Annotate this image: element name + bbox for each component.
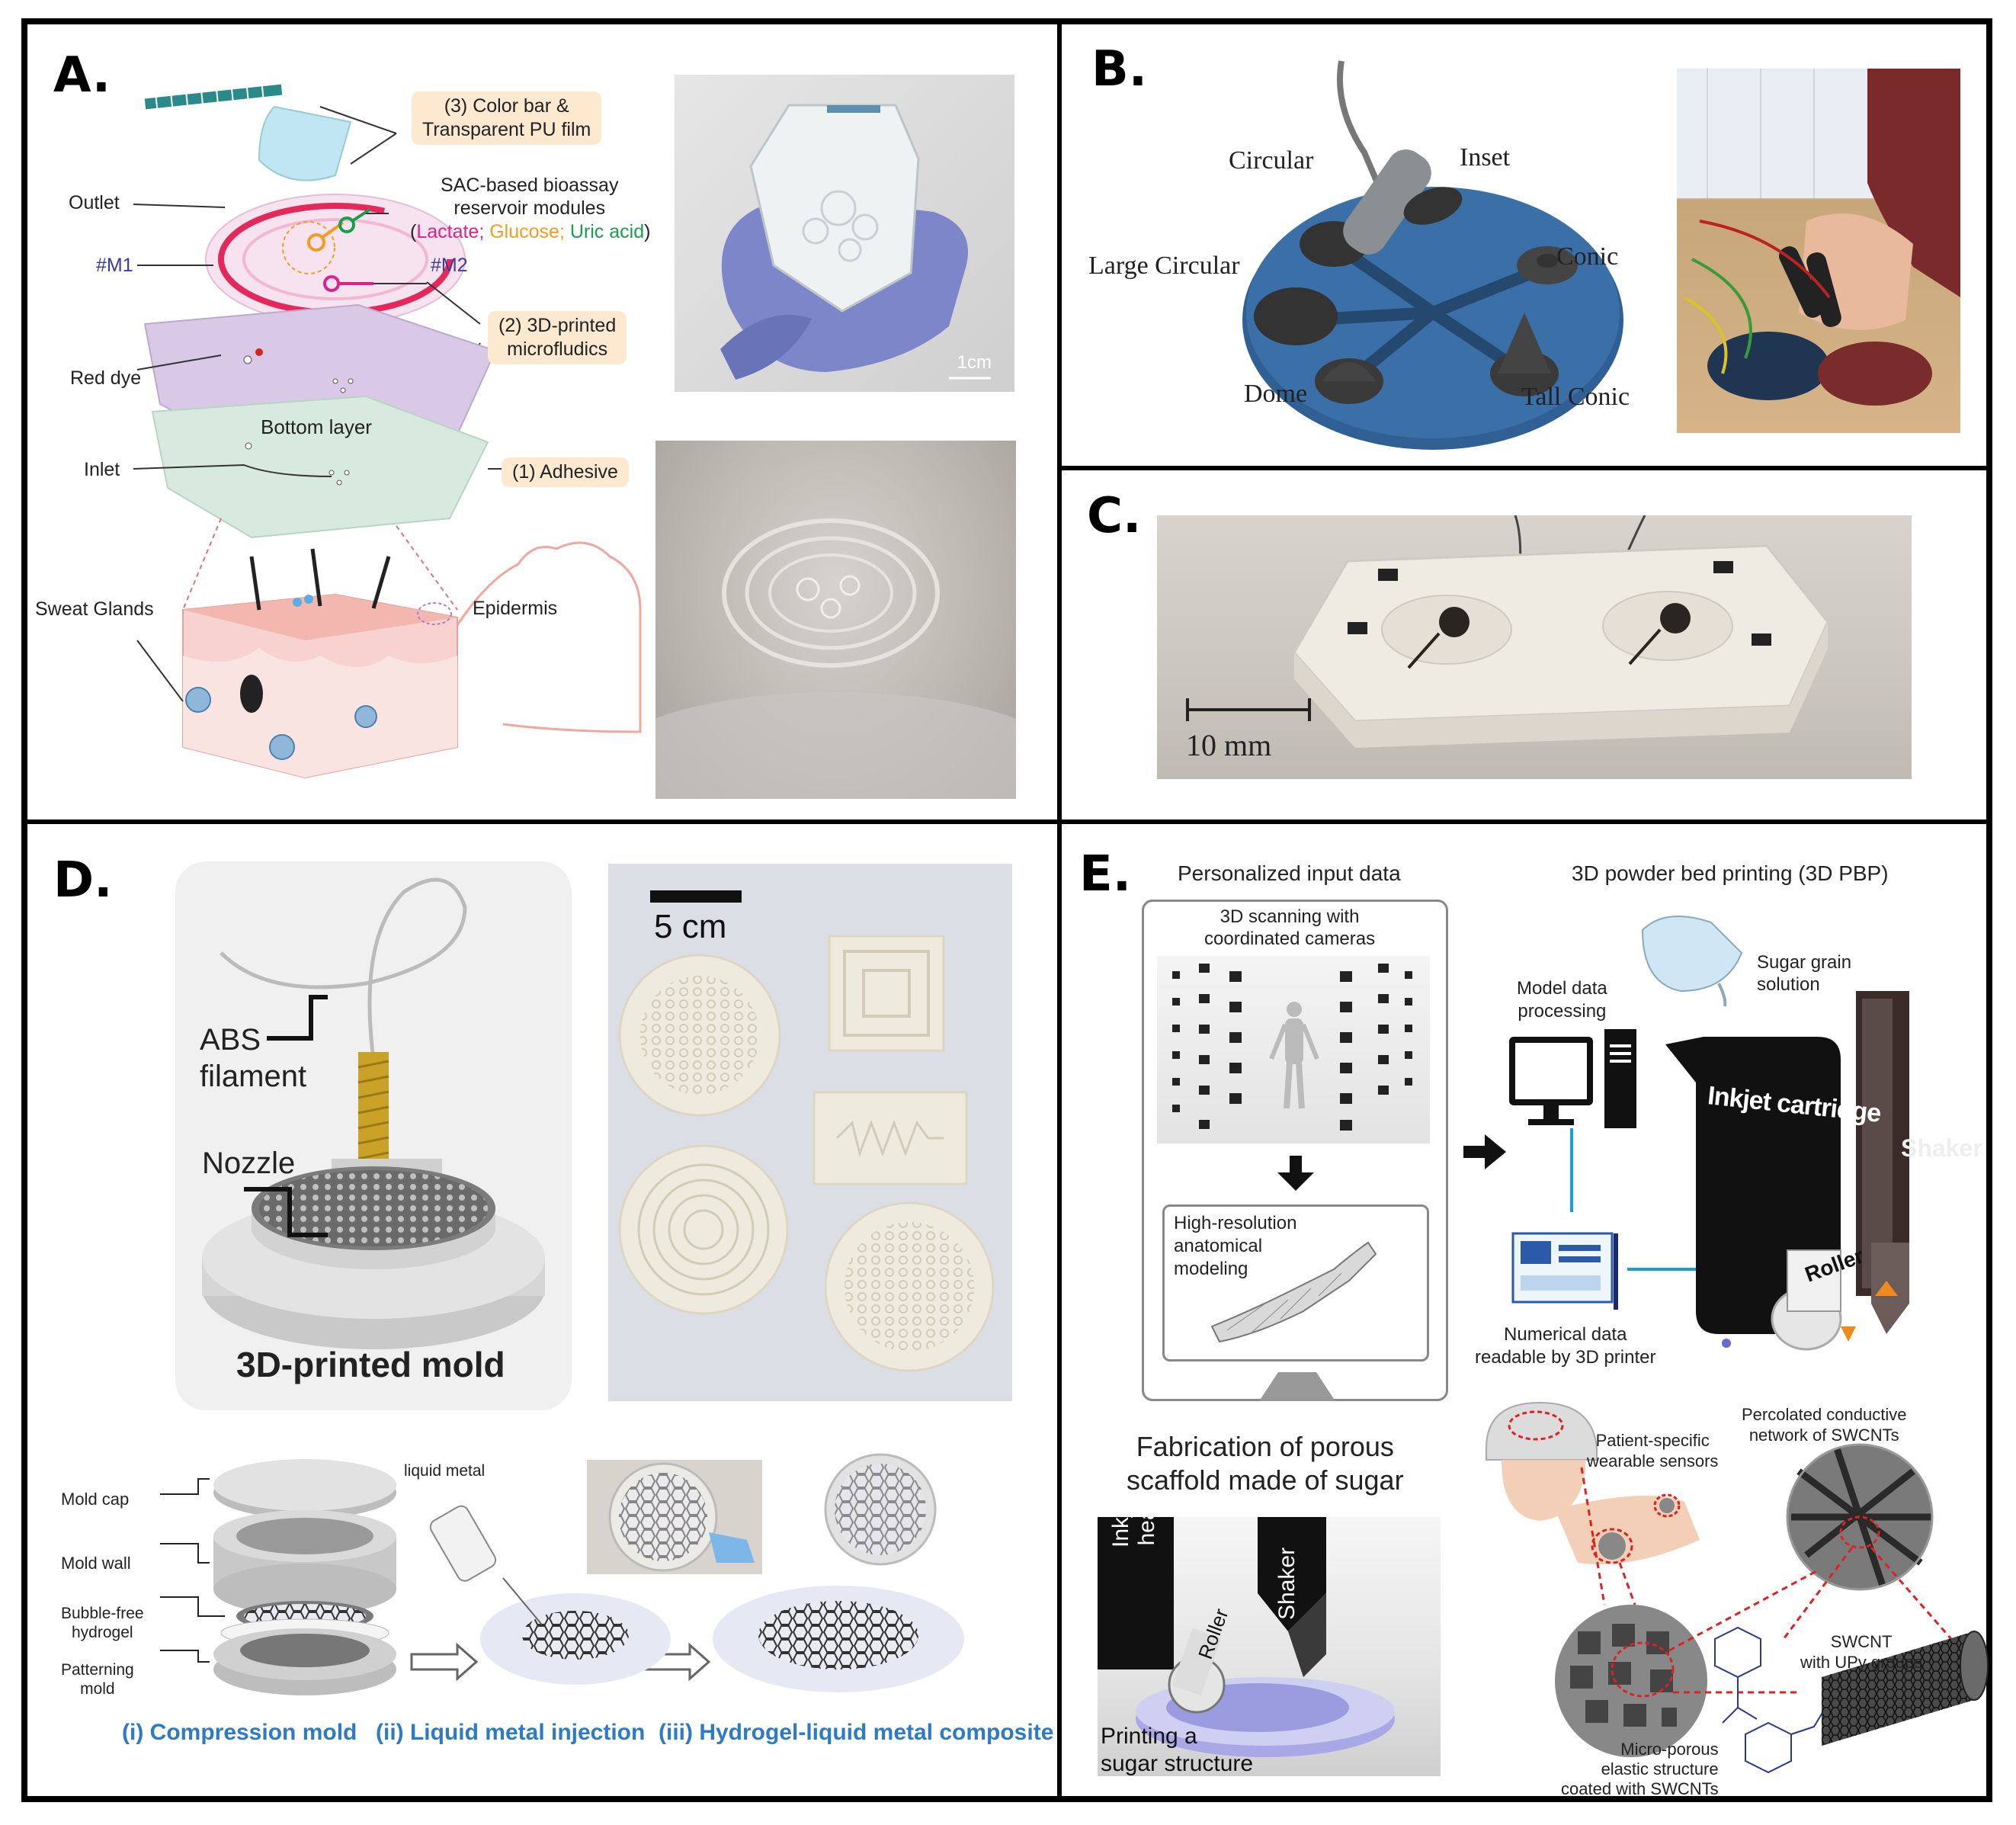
compression-mold-illustration [160, 1453, 964, 1695]
label-uric-acid: Uric acid [569, 221, 645, 242]
label-printing-sugar: Printing a sugar structure [1101, 1724, 1254, 1776]
panel-e-letter: E. [1079, 846, 1132, 903]
label-inkjet-head: Inkjet head [1108, 1517, 1159, 1548]
label-bottom-layer: Bottom layer [261, 415, 372, 438]
connection-lines [1570, 1128, 1696, 1271]
label-epidermis: Epidermis [473, 598, 558, 619]
label-nozzle: Nozzle [202, 1147, 296, 1180]
label-circular: Circular [1229, 146, 1314, 175]
step-compression-mold: (i) Compression mold [122, 1720, 357, 1745]
adhesive-layer [151, 395, 489, 539]
label-sugar-grain: Sugar grain solution [1757, 952, 1852, 995]
label-red-dye: Red dye [70, 367, 142, 389]
panel-b-letter: B. [1091, 41, 1148, 98]
label-inlet: Inlet [84, 459, 120, 480]
upy-molecule [1714, 1626, 1761, 1679]
arrow-right-icon [1463, 1134, 1506, 1169]
photo-sensor-block: 10 mm [1157, 515, 1912, 779]
tag-microfluidics: (2) 3D-printed microfludics [488, 311, 627, 364]
photo-molds: 5 cm [608, 864, 1012, 1401]
label-model-data: Model data processing [1517, 978, 1607, 1022]
label-abs-filament: ABS filament [200, 1023, 307, 1093]
label-conic: Conic [1556, 242, 1619, 271]
label-sac: SAC-based bioassay reservoir modules [441, 175, 619, 219]
electrode-large-circular [1254, 287, 1338, 345]
arm-mesh [1210, 1241, 1377, 1343]
scale-1cm: 1cm [957, 352, 992, 373]
tag-color-bar: (3) Color bar & Transparent PU film [412, 91, 602, 145]
label-tall-conic: Tall Conic [1521, 383, 1630, 411]
label-mold-wall: Mold wall [61, 1554, 131, 1573]
label-3d-printed-mold: 3D-printed mold [236, 1345, 505, 1384]
scale-10mm: 10 mm [1186, 728, 1272, 762]
scaffold-printing-illustration: Inkjet head Shaker Roller Printing a sug… [1098, 1517, 1441, 1776]
camera-rig [1157, 956, 1430, 1143]
label-m1: #M1 [96, 255, 133, 276]
horizontal-divider-bc [1059, 466, 1992, 470]
panel-a-letter: A. [53, 47, 111, 104]
monitor-base [1259, 1372, 1335, 1401]
label-3d-scanning: 3D scanning with coordinated cameras [1204, 906, 1376, 949]
horizontal-divider-main [21, 819, 1992, 824]
sugar-bottle [1641, 916, 1743, 1007]
powder-bed-printer [1665, 991, 1909, 1351]
label-3d-pbp: 3D powder bed printing (3D PBP) [1572, 861, 1889, 885]
label-inset: Inset [1460, 143, 1511, 172]
figure-frame [21, 18, 1992, 1802]
torso-outline [456, 541, 642, 733]
panel-a-schematic [133, 84, 642, 779]
label-swcnt: SWCNT with UPy groups [1800, 1632, 1923, 1672]
mold-disc-spiral [618, 1144, 789, 1315]
mold-square-pattern [828, 935, 945, 1052]
label-analytes: (Lactate; Glucose; Uric acid) [410, 221, 651, 242]
step-hydrogel-composite: (iii) Hydrogel-liquid metal composite [659, 1720, 1054, 1745]
label-dome: Dome [1244, 380, 1308, 408]
electrode-inset-clip [1343, 149, 1431, 255]
label-shaker-bottom: Shaker [1274, 1547, 1300, 1620]
label-fabrication: Fabrication of porous scaffold made of s… [1127, 1431, 1404, 1496]
computer-icon [1509, 1029, 1636, 1128]
label-micro-porous: Micro-porous elastic structure coated wi… [1561, 1740, 1719, 1798]
photo-sweat-pattern [655, 441, 1016, 799]
electrode-plate [1242, 60, 1623, 450]
label-shaker-top: Shaker [1901, 1134, 1982, 1162]
wearable-sensors-illustration [1486, 1401, 1989, 1774]
label-personalized-input: Personalized input data [1178, 861, 1401, 885]
panel-c-letter: C. [1087, 488, 1142, 544]
label-bubble-free: Bubble-free hydrogel [61, 1605, 144, 1641]
label-lactate: Lactate; [416, 221, 485, 242]
anatomical-model-box [1162, 1204, 1429, 1362]
label-percolated: Percolated conductive network of SWCNTs [1742, 1405, 1907, 1445]
label-numerical-data: Numerical data readable by 3D printer [1475, 1324, 1656, 1368]
label-mold-cap: Mold cap [61, 1490, 130, 1509]
pu-film [258, 105, 352, 181]
printer-nozzle-illustration [202, 877, 545, 1349]
scale-5cm: 5 cm [654, 908, 727, 945]
label-patterning-mold: Patterning mold [61, 1661, 134, 1698]
step-liquid-metal-injection: (ii) Liquid metal injection [376, 1720, 646, 1745]
vertical-divider [1057, 18, 1062, 1802]
label-high-resolution: High-resolution anatomical modeling [1174, 1213, 1297, 1279]
arrow-down-icon [1277, 1156, 1314, 1191]
label-patient-specific: Patient-specific wearable sensors [1587, 1431, 1719, 1471]
label-large-circular: Large Circular [1088, 252, 1240, 280]
panel-d-letter: D. [53, 852, 113, 909]
label-glucose: Glucose; [489, 221, 565, 242]
label-m2: #M2 [431, 255, 468, 276]
photo-hand-on-electrodes [1677, 69, 1960, 433]
tag-adhesive: (1) Adhesive [502, 457, 629, 487]
photo-device-in-hand: 1cm [675, 75, 1014, 392]
circuit-board-icon [1511, 1232, 1618, 1310]
swcnt-tube [1822, 1631, 1989, 1746]
label-sweat-glands: Sweat Glands [35, 598, 154, 620]
label-liquid-metal: liquid metal [404, 1462, 486, 1480]
label-outlet: Outlet [69, 192, 120, 213]
